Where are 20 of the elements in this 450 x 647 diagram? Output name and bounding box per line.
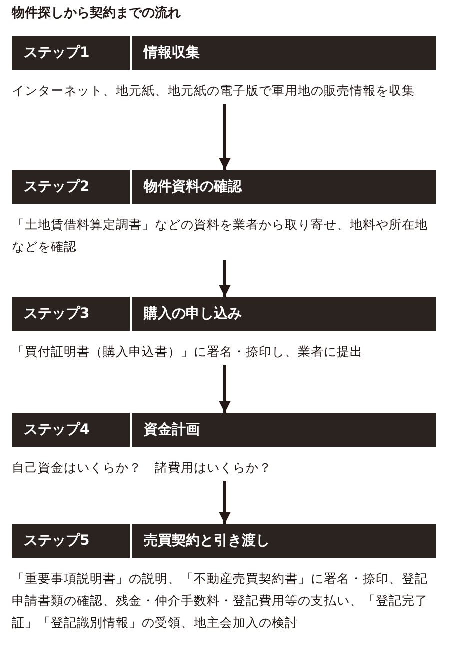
- arrow: [219, 260, 231, 297]
- arrow: [219, 481, 231, 524]
- step-number: ステップ1: [12, 36, 132, 70]
- step-title: 物件資料の確認: [142, 178, 242, 196]
- step-title: 情報収集: [142, 44, 200, 62]
- step-description: 「土地賃借料算定調書」などの資料を業者から取り寄せ、地料や所在地などを確認: [12, 216, 429, 256]
- step-title: 購入の申し込み: [142, 305, 242, 323]
- diagram-title: 物件探しから契約までの流れ: [12, 4, 181, 22]
- step-title: 資金計画: [143, 421, 200, 439]
- arrow: [219, 104, 231, 170]
- arrow: [219, 365, 231, 413]
- step-description: インターネット、地元紙、地元紙の電子版で軍用地の販売情報を収集: [12, 82, 416, 100]
- step-number: ステップ5: [12, 524, 132, 558]
- step-number: ステップ3: [12, 297, 132, 331]
- step-title: 売買契約と引き渡し: [143, 532, 270, 550]
- step-description: 「重要事項説明書」の説明、「不動産売買契約書」に署名・捺印、登記申請書類の確認、残金・仲介手数料・登記費用等の支払い、「登記完了証」「登記識別情報」の受領、地主会加入の検討: [12, 570, 429, 632]
- step-description: 自己資金はいくらか？ 諸費用はいくらか？: [12, 459, 273, 477]
- step-description: 「買付証明書（購入申込書）」に署名・捺印し、業者に提出: [12, 343, 364, 361]
- step-number: ステップ4: [12, 413, 132, 447]
- step-number: ステップ2: [12, 170, 132, 204]
